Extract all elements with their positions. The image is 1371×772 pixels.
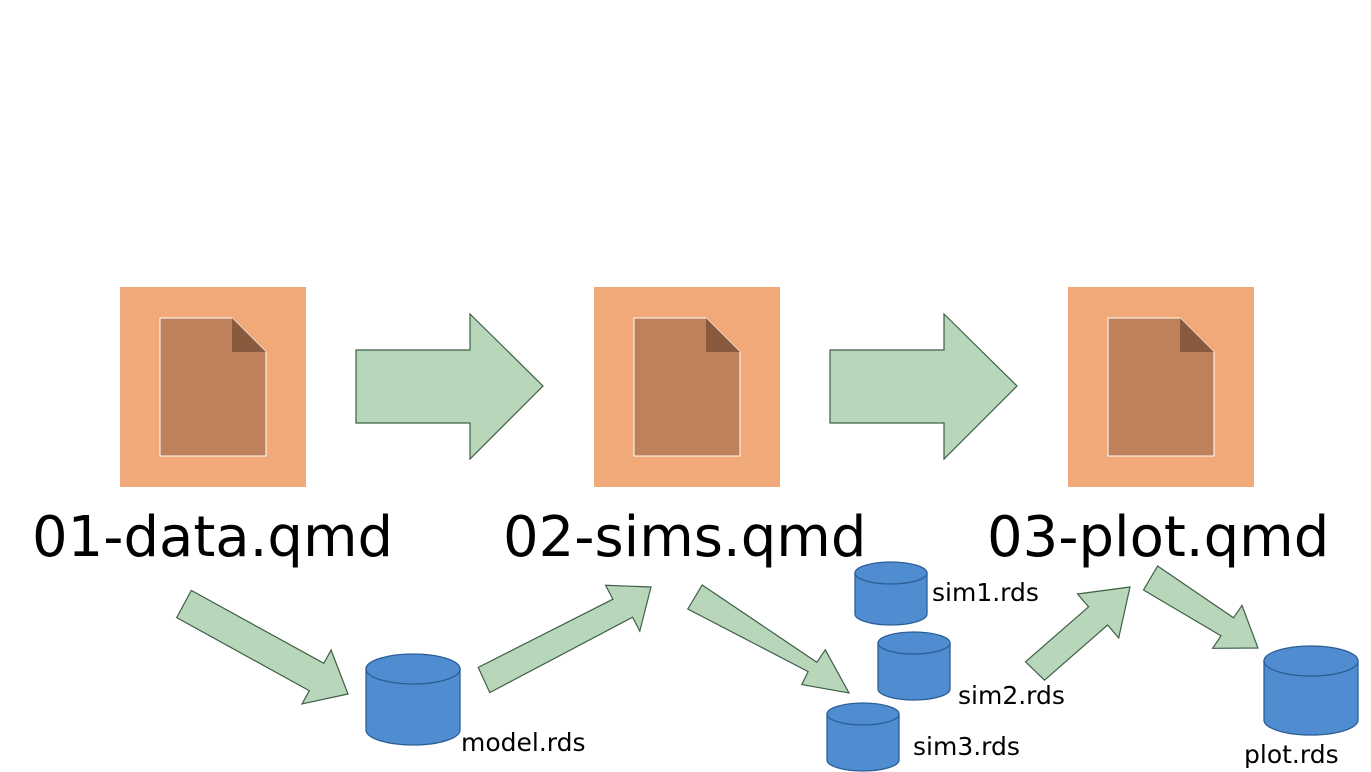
script-label: 03-plot.qmd (987, 505, 1329, 570)
script-03-node: 03-plot.qmd (987, 287, 1329, 570)
flow-arrow-02-to-sim3 (686, 584, 851, 694)
script-label: 01-data.qmd (32, 505, 393, 570)
output-sim1-node: sim1.rds (854, 561, 1039, 626)
document-icon (159, 317, 267, 457)
output-label: sim1.rds (932, 578, 1039, 607)
script-label: 02-sims.qmd (503, 505, 866, 570)
database-icon (365, 653, 461, 746)
flow-arrow-01-to-02 (355, 312, 544, 461)
flow-arrow-01-to-model (175, 589, 349, 705)
document-icon (633, 317, 741, 457)
database-icon (877, 631, 951, 701)
flow-arrow-sim2-to-03 (1024, 586, 1131, 682)
script-01-node: 01-data.qmd (32, 287, 393, 570)
flow-arrow-model-to-02 (477, 584, 652, 694)
output-label: model.rds (461, 728, 586, 757)
output-plot-node: plot.rds (1244, 645, 1359, 769)
script-02-node: 02-sims.qmd (503, 287, 866, 570)
output-sim2-node: sim2.rds (877, 631, 1065, 710)
database-icon (854, 561, 928, 626)
database-icon (826, 702, 900, 772)
document-icon (1107, 317, 1215, 457)
output-label: plot.rds (1244, 740, 1339, 769)
flow-arrow-03-to-plot (1142, 565, 1259, 649)
output-model-node: model.rds (365, 653, 586, 757)
flow-arrow-02-to-03 (829, 312, 1018, 461)
output-sim3-node: sim3.rds (826, 702, 1020, 772)
output-label: sim2.rds (958, 681, 1065, 710)
database-icon (1263, 645, 1359, 736)
output-label: sim3.rds (913, 732, 1020, 761)
